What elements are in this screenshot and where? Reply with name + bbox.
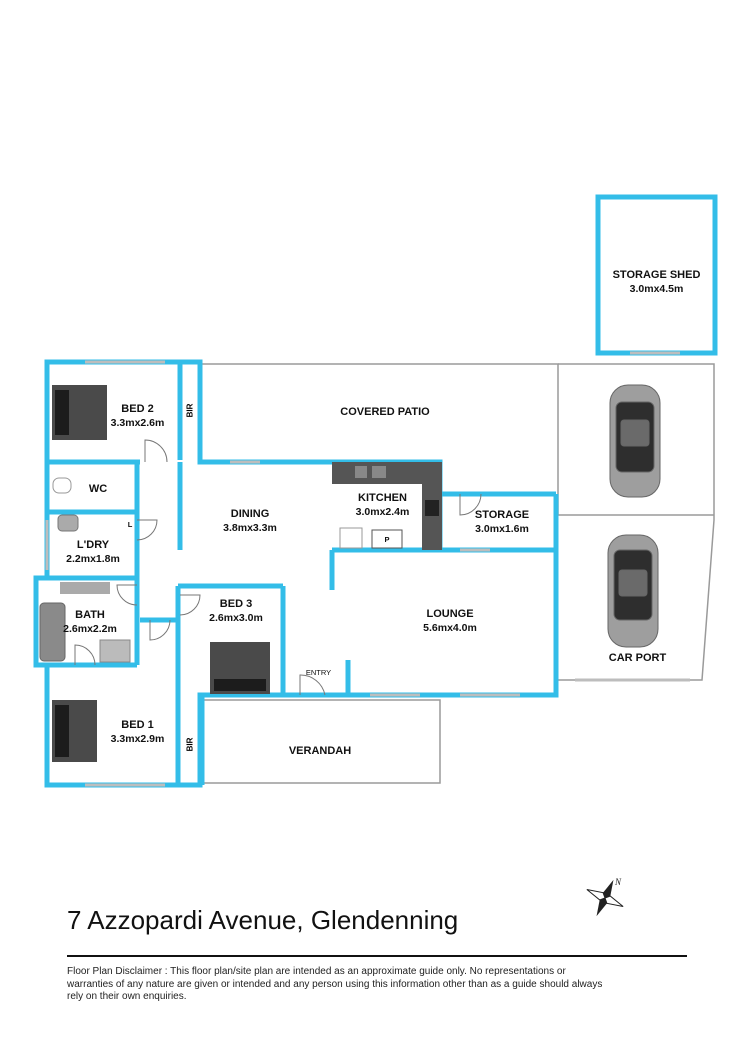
kitchen-label: KITCHEN 3.0mx2.4m <box>340 491 425 519</box>
laundry-name: L'DRY <box>76 539 110 551</box>
car-port-label: CAR PORT <box>595 651 680 665</box>
wc-name: WC <box>88 483 108 495</box>
shower <box>99 639 131 663</box>
storage-shed-label: STORAGE SHED 3.0mx4.5m <box>598 268 715 296</box>
dining-label: DINING 3.8mx3.3m <box>205 507 295 535</box>
laundry-label: L'DRY 2.2mx1.8m <box>58 538 128 566</box>
covered-patio-name: COVERED PATIO <box>340 406 430 418</box>
entry-label: ENTRY <box>296 666 341 680</box>
wc-label: WC <box>78 482 118 496</box>
bed-3-name: BED 3 <box>219 598 253 610</box>
bed-3-dimensions: 2.6mx3.0m <box>209 612 263 624</box>
bir-top-label: BIR <box>185 403 195 418</box>
compass-north-label: N <box>614 877 622 887</box>
property-address: 7 Azzopardi Avenue, Glendenning <box>67 905 459 935</box>
verandah-label: VERANDAH <box>270 744 370 758</box>
floor-plan-disclaimer: Floor Plan Disclaimer : This floor plan/… <box>67 966 603 1002</box>
bed-2-dimensions: 3.3mx2.6m <box>110 417 165 429</box>
vanity <box>60 582 110 594</box>
entry-name: ENTRY <box>305 668 332 677</box>
covered-patio-label: COVERED PATIO <box>300 405 470 419</box>
patio-outline <box>202 363 559 494</box>
linen-label: L <box>127 520 133 529</box>
bathtub <box>39 602 66 662</box>
pantry-label: P <box>384 535 390 544</box>
bed-1-furniture <box>52 700 97 762</box>
lounge-label: LOUNGE 5.6mx4.0m <box>400 607 500 635</box>
bed-3-furniture <box>210 642 270 694</box>
dining-dimensions: 3.8mx3.3m <box>223 522 277 534</box>
bed-3-label: BED 3 2.6mx3.0m <box>196 597 276 625</box>
lounge-name: LOUNGE <box>426 608 474 620</box>
bath-dimensions: 2.6mx2.2m <box>63 623 117 635</box>
divider <box>67 955 687 957</box>
storage-shed-dimensions: 3.0mx4.5m <box>629 283 684 295</box>
bed-1-label: BED 1 3.3mx2.9m <box>100 718 175 746</box>
laundry-dimensions: 2.2mx1.8m <box>66 553 120 565</box>
storage-name: STORAGE <box>474 509 530 521</box>
kitchen-name: KITCHEN <box>358 492 407 504</box>
car-top <box>609 384 661 498</box>
bed-2-furniture <box>52 385 107 440</box>
bath-label: BATH 2.6mx2.2m <box>55 608 125 636</box>
storage-dimensions: 3.0mx1.6m <box>475 523 529 535</box>
lounge-dimensions: 5.6mx4.0m <box>423 622 477 634</box>
bed-1-dimensions: 3.3mx2.9m <box>110 733 165 745</box>
kitchen-benches <box>332 462 442 550</box>
toilet-wc <box>52 477 72 494</box>
storage-shed-name: STORAGE SHED <box>612 269 701 281</box>
car-bottom <box>607 534 659 648</box>
bir-bottom-label: BIR <box>185 737 195 752</box>
verandah-name: VERANDAH <box>288 745 352 757</box>
storage-label: STORAGE 3.0mx1.6m <box>462 508 542 536</box>
compass-icon: N <box>586 877 624 917</box>
kitchen-dimensions: 3.0mx2.4m <box>355 506 410 518</box>
bed-1-name: BED 1 <box>121 719 154 731</box>
verandah-outline <box>202 699 441 784</box>
bed-2-label: BED 2 3.3mx2.6m <box>100 402 175 430</box>
bed-2-name: BED 2 <box>121 403 154 415</box>
laundry-tub <box>57 514 79 532</box>
car-port-name: CAR PORT <box>608 652 667 664</box>
dining-name: DINING <box>230 508 270 520</box>
bath-name: BATH <box>75 609 105 621</box>
